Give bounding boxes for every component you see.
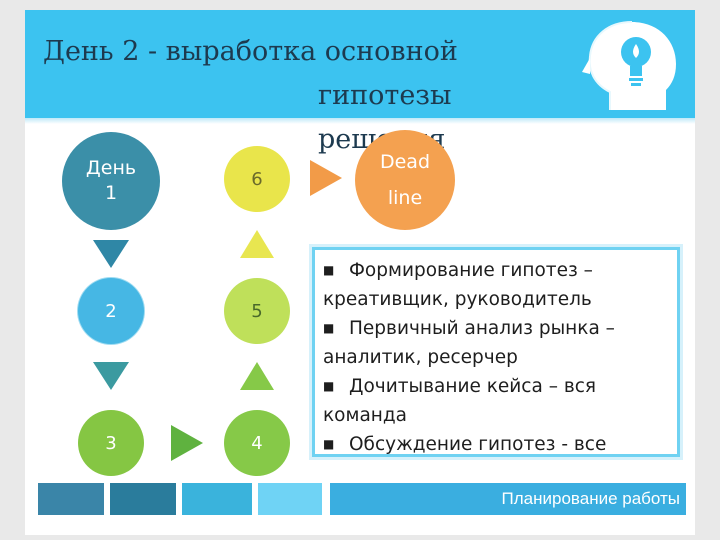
footer-block <box>38 483 104 515</box>
square-bullet-icon: ■ <box>323 263 335 277</box>
footer-block <box>110 483 176 515</box>
title-line-1: День 2 - выработка основной <box>43 36 458 67</box>
step-5-label: 5 <box>251 300 263 322</box>
arrow-up-icon <box>240 230 274 258</box>
step-3-label: 3 <box>105 432 117 454</box>
arrow-down-icon <box>93 362 129 390</box>
arrow-up-icon <box>240 362 274 390</box>
deadline-label-line2: line <box>387 187 423 209</box>
head-lightbulb-icon <box>582 21 676 110</box>
task-text: Первичный анализ рынка – аналитик, ресер… <box>323 318 615 368</box>
step-4-circle: 4 <box>224 410 290 476</box>
task-item: ■ Обсуждение гипотез - все <box>323 430 669 460</box>
square-bullet-icon: ■ <box>323 321 335 335</box>
square-bullet-icon: ■ <box>323 379 335 393</box>
step-6-circle: 6 <box>224 146 290 212</box>
header-band <box>25 10 695 118</box>
arrow-right-icon <box>310 160 342 196</box>
task-list: ■Формирование гипотез – креативщик, руко… <box>323 256 669 460</box>
step-4-label: 4 <box>251 432 263 454</box>
task-item: ■Первичный анализ рынка – аналитик, ресе… <box>323 314 669 372</box>
arrow-down-icon <box>93 240 129 268</box>
step-5-circle: 5 <box>224 278 290 344</box>
footer-block <box>182 483 252 515</box>
step-2-label: 2 <box>105 300 117 322</box>
footer-label: Планирование работы <box>501 489 680 508</box>
task-item: ■Дочитывание кейса – вся команда <box>323 372 669 430</box>
day1-label-line2: 1 <box>104 182 118 204</box>
task-text: Формирование гипотез – креативщик, руков… <box>323 260 593 310</box>
deadline-circle: Dead line <box>355 130 455 230</box>
footer-label-bar: Планирование работы <box>330 483 686 515</box>
header-shadow <box>25 118 695 124</box>
step-3-circle: 3 <box>78 410 144 476</box>
task-text: Обсуждение гипотез - все <box>349 434 607 455</box>
task-item: ■Формирование гипотез – креативщик, руко… <box>323 256 669 314</box>
task-list-box: ■Формирование гипотез – креативщик, руко… <box>312 247 680 457</box>
square-bullet-icon: ■ <box>323 437 335 451</box>
day1-label-line1: День <box>85 157 137 179</box>
deadline-label-line1: Dead <box>379 151 431 173</box>
step-2-circle: 2 <box>78 278 144 344</box>
footer-block <box>258 483 322 515</box>
arrow-right-icon <box>171 425 203 461</box>
step-6-label: 6 <box>251 168 263 190</box>
task-text: Дочитывание кейса – вся команда <box>323 376 597 426</box>
day1-circle: День 1 <box>62 132 160 230</box>
